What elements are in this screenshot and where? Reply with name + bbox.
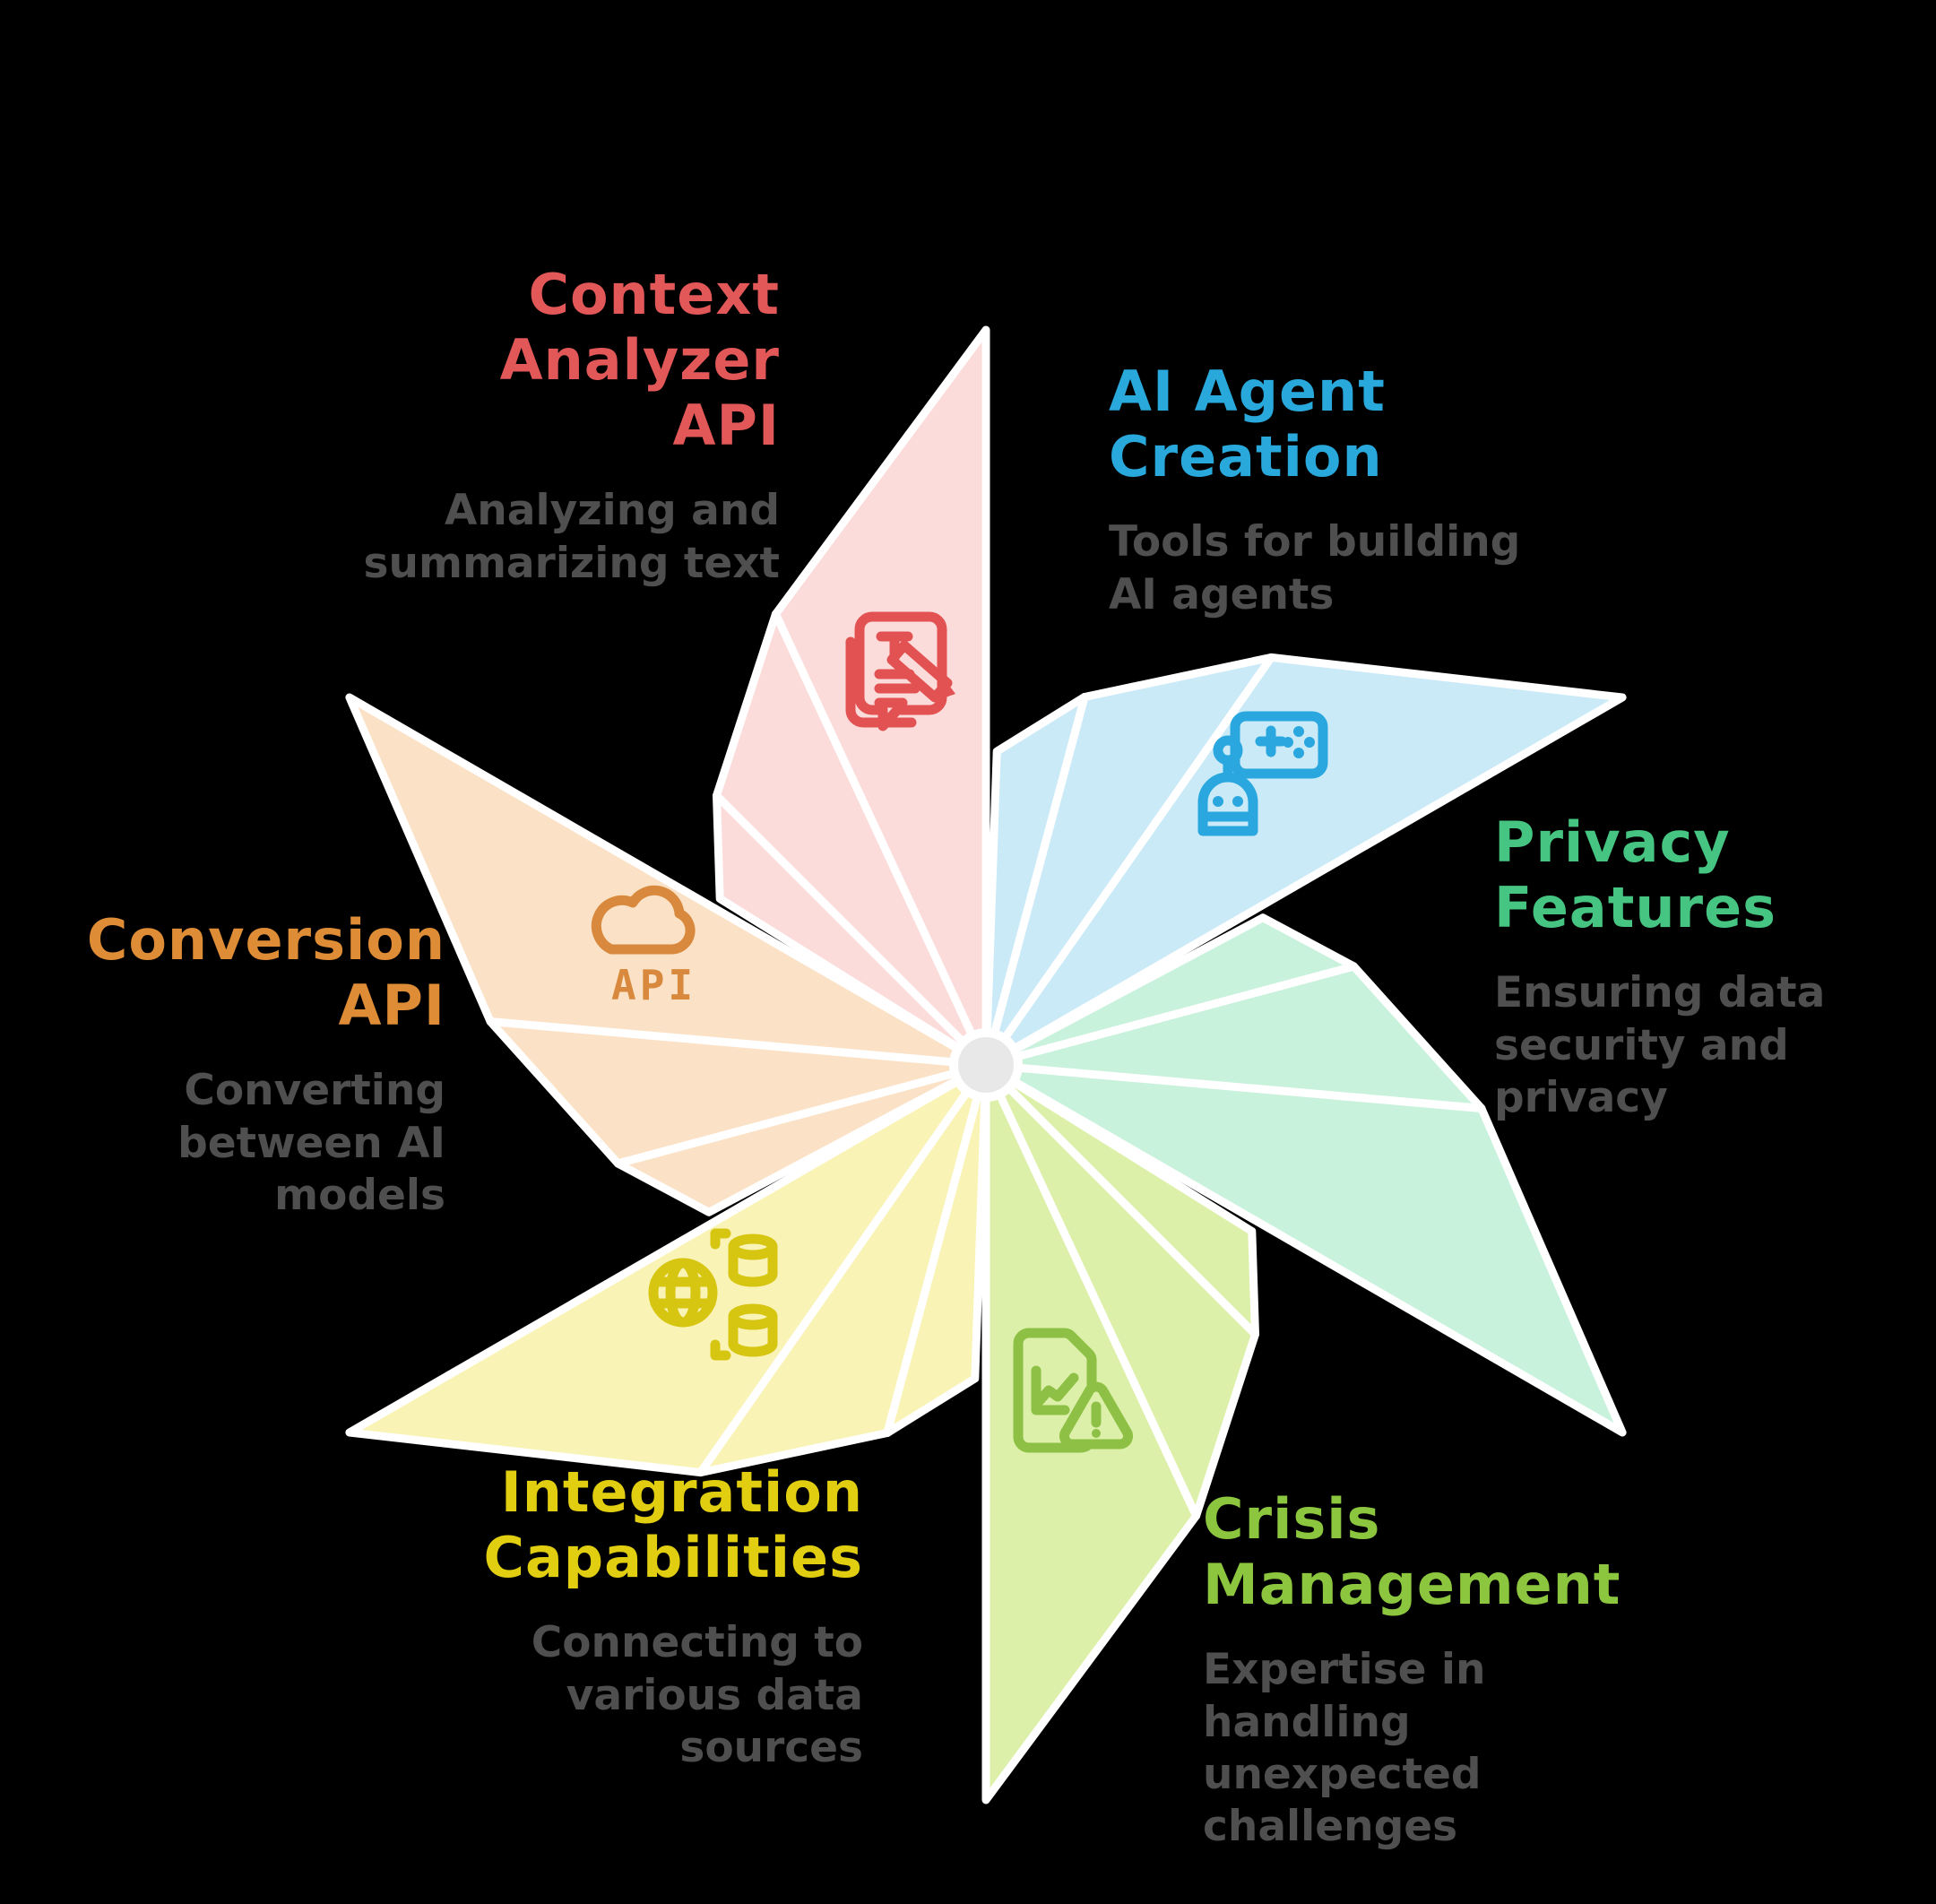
section-title-crisis-management: Crisis Management bbox=[1203, 1486, 1621, 1618]
section-label-privacy-features: Privacy Features Ensuring data security … bbox=[1494, 809, 1825, 1124]
section-title-conversion-api: Conversion API bbox=[86, 907, 445, 1039]
section-title-context-analyzer-api: Context Analyzer API bbox=[499, 262, 780, 459]
blade-conversion-api bbox=[614, 1060, 990, 1216]
section-title-ai-agent-creation: AI Agent Creation bbox=[1109, 359, 1386, 490]
globe-database-icon bbox=[648, 1228, 778, 1361]
blade-context-analyzer-api bbox=[713, 792, 990, 1069]
cloud-api-label: API bbox=[611, 961, 696, 1009]
cloud-api-icon: API bbox=[591, 885, 696, 1009]
section-description-context-analyzer-api: Analyzing and summarizing text bbox=[363, 486, 780, 588]
section-label-ai-agent-creation: AI Agent Creation Tools for building AI … bbox=[1109, 359, 1520, 621]
section-title-privacy-features: Privacy Features bbox=[1494, 809, 1777, 941]
section-description-ai-agent-creation: Tools for building AI agents bbox=[1109, 517, 1521, 619]
section-label-context-analyzer-api: Context Analyzer API Analyzing and summa… bbox=[364, 262, 780, 590]
blade-ai-agent-creation bbox=[981, 693, 1089, 1069]
section-label-crisis-management: Crisis Management Expertise in handling … bbox=[1203, 1486, 1621, 1853]
section-description-integration-capabilities: Connecting to various data sources bbox=[531, 1618, 863, 1772]
section-description-crisis-management: Expertise in handling unexpected challen… bbox=[1203, 1645, 1486, 1852]
section-label-integration-capabilities: Integration Capabilities Connecting to v… bbox=[483, 1459, 863, 1774]
section-title-integration-capabilities: Integration Capabilities bbox=[483, 1459, 863, 1591]
blade-crisis-management bbox=[981, 1060, 1259, 1338]
blade-integration-capabilities bbox=[883, 1060, 990, 1437]
report-warning-icon bbox=[1013, 1328, 1133, 1453]
blade-privacy-features bbox=[981, 913, 1358, 1069]
section-description-conversion-api: Converting between AI models bbox=[177, 1066, 445, 1220]
pinwheel-hub bbox=[949, 1028, 1023, 1102]
document-edit-icon bbox=[845, 611, 955, 731]
robot-builder-icon bbox=[1197, 711, 1328, 836]
section-label-conversion-api: Conversion API Converting between AI mod… bbox=[87, 907, 445, 1222]
section-description-privacy-features: Ensuring data security and privacy bbox=[1494, 968, 1826, 1122]
